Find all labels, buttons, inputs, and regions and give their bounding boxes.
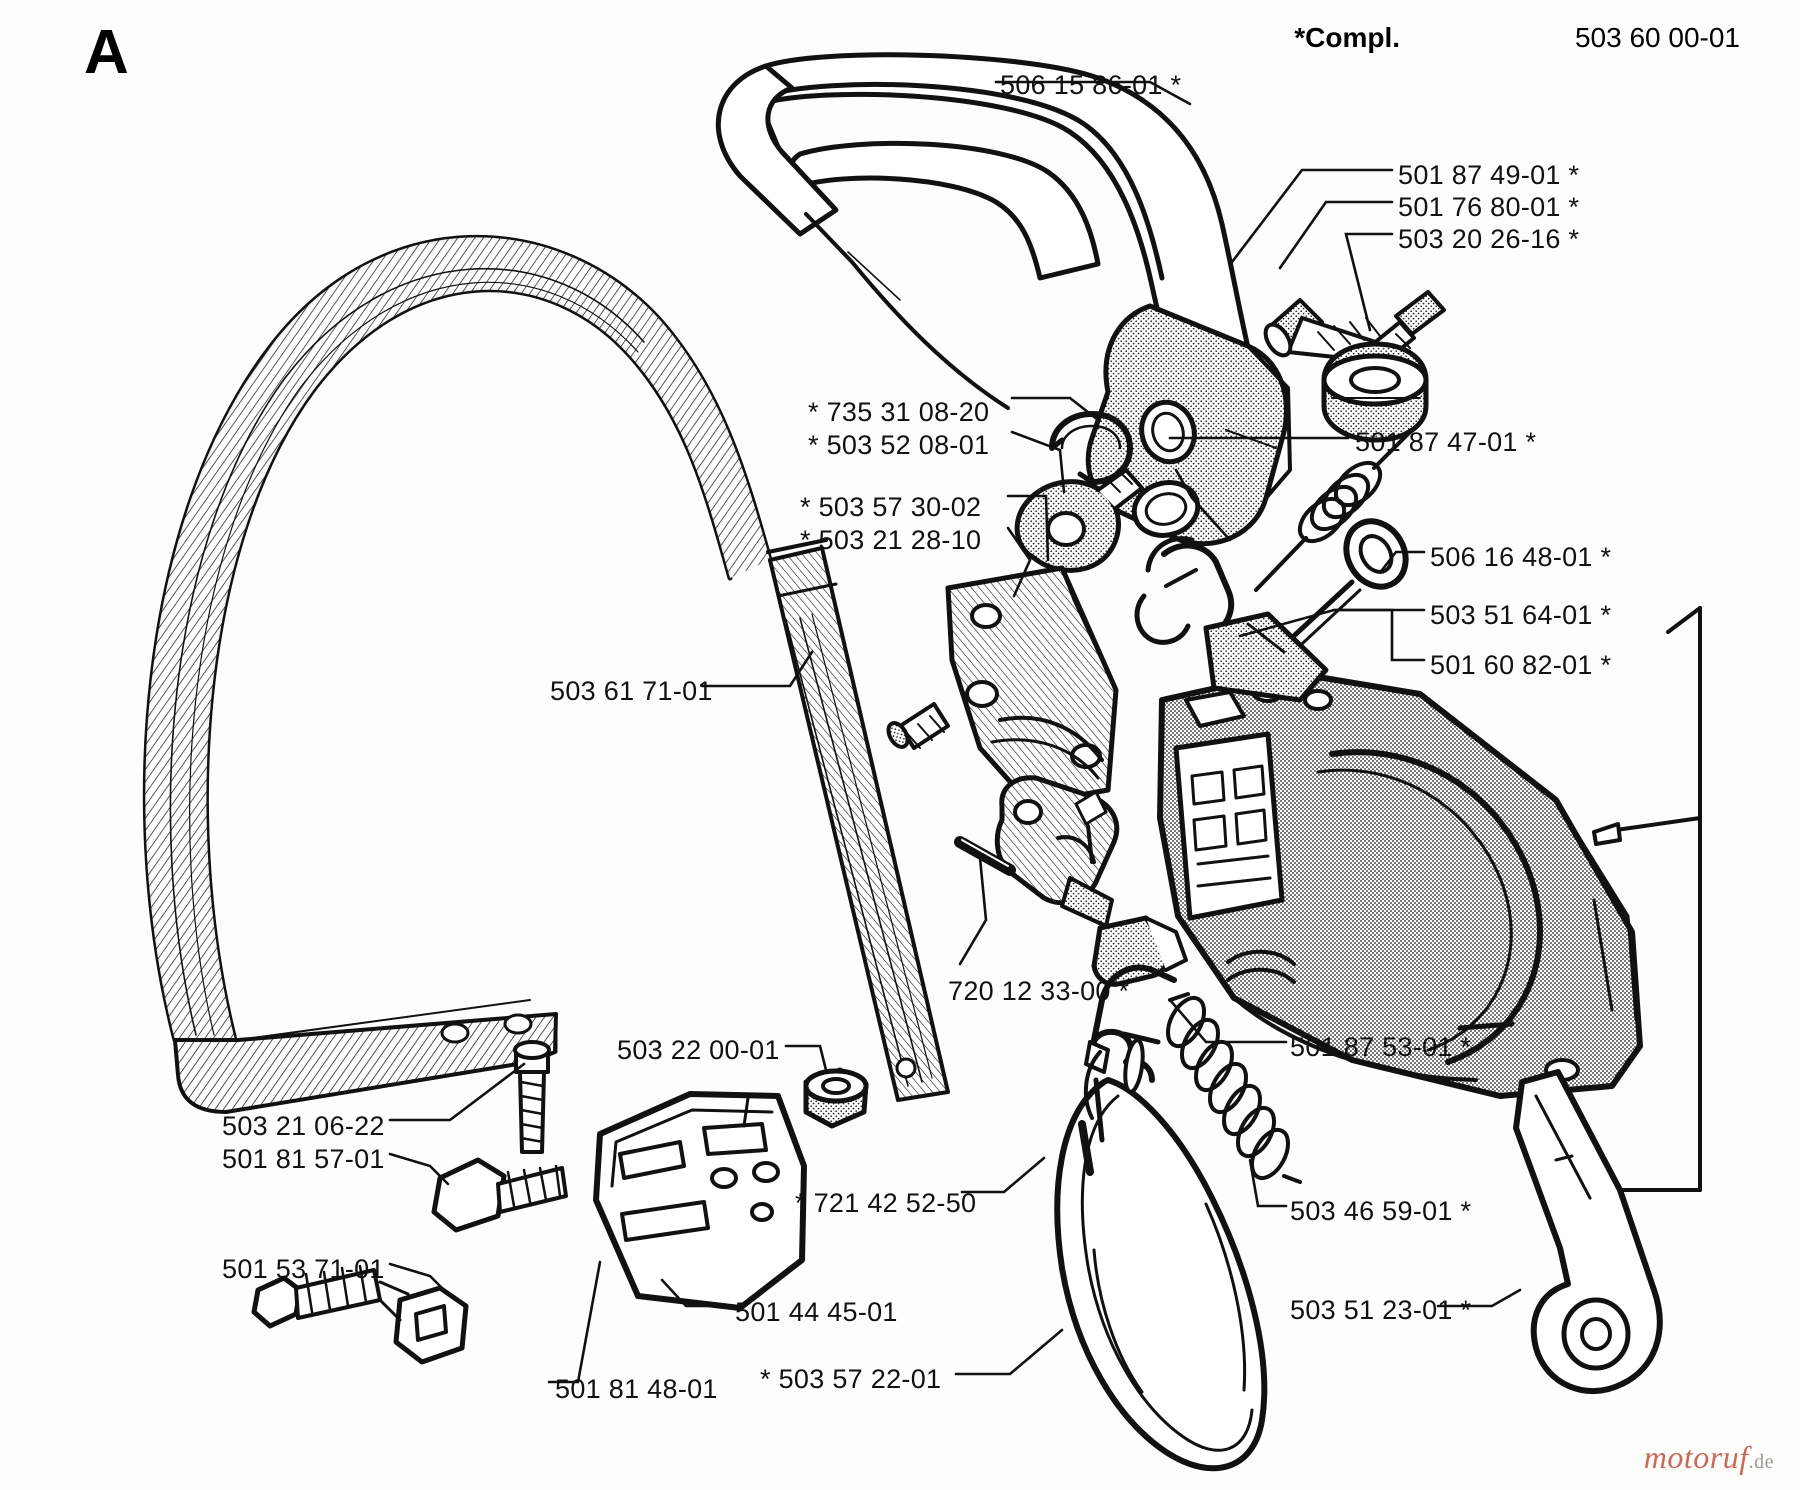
leader-p05 [1010,396,1100,422]
part-number-label: 503 20 26-16 * [1398,224,1580,254]
leader-p15 [1168,998,1288,1044]
leader-p06 [1010,430,1066,494]
leader-p10 [1380,550,1426,572]
part-number-label: 501 81 48-01 [555,1374,718,1404]
bolt-upper-long [1263,298,1396,364]
leader-p14 [958,856,988,966]
roll-pin [954,836,1016,876]
part-number-label: * 503 57 22-01 [760,1364,942,1394]
brake-band [1054,964,1268,1472]
compl-part-number: 503 60 00-01 [1574,22,1740,53]
part-number-label: 501 44 45-01 [735,1297,898,1327]
part-number-label: 503 61 71-01 [550,676,713,706]
compression-spring [1165,992,1302,1184]
rubber-isolator [1014,468,1144,573]
tensioner-block-screw [431,1157,568,1233]
band-spring-pin [1078,1120,1094,1176]
circlip-washer [1049,411,1133,485]
leader-p02 [1230,168,1394,264]
part-number-label: 503 46 59-01 * [1290,1196,1472,1226]
hex-screw-upper [513,1040,551,1154]
leader-p21 [388,1262,448,1294]
part-number-label: 503 51 64-01 * [1430,600,1612,630]
brake-link-lever [994,775,1120,928]
leader-p09 [1006,526,1032,598]
bracket-screw [886,702,950,750]
part-number-label: 503 51 23-01 * [1290,1295,1472,1325]
guide-rod [1592,606,1702,1192]
top-handle-loop [715,52,1265,429]
part-number-label: 501 76 80-01 * [1398,192,1580,222]
handle-stem-tube [766,538,950,1102]
side-cover-plate [593,1091,807,1311]
leader-p18 [388,1152,450,1186]
leader-p16 [784,1044,828,1072]
part-number-label: 506 16 48-01 * [1430,542,1612,572]
brake-actuating-arm [1134,536,1235,645]
part-number-label: 501 87 47-01 * [1355,427,1537,457]
watermark: motoruf.de [1644,1439,1774,1476]
compl-prefix: *Compl. [1294,22,1400,53]
leader-p25 [547,1260,602,1384]
watermark-suffix: .de [1748,1451,1774,1473]
brake-link-bar [1513,1069,1663,1395]
spring-hook-eye [1265,518,1409,670]
part-number-label: 501 87 53-01 * [1290,1032,1472,1062]
part-number-label: 503 21 06-22 [222,1111,385,1141]
part-number-label: 503 22 00-01 [617,1035,780,1065]
part-number-label: * 503 21 28-10 [800,525,982,555]
bracket-plate [945,565,1119,807]
section-letter: A [84,18,129,87]
handle-mount-boss [1085,303,1292,547]
leader-p11 [1238,608,1426,638]
part-number-label: 501 81 57-01 [222,1144,385,1174]
leader-p04 [1344,232,1394,332]
part-number-label: * 503 57 30-02 [800,492,982,522]
hex-nut [803,1067,869,1129]
watermark-text: motoruf [1643,1439,1749,1475]
leader-p08 [1006,494,1050,562]
part-number-label: * 735 31 08-20 [808,397,990,427]
bolt-short-screw [1366,290,1446,369]
leader-p20 [1248,1158,1288,1208]
leader-p22 [660,1278,732,1308]
part-number-label: 501 53 71-01 [222,1254,385,1284]
part-number-label: * 503 52 08-01 [808,430,990,460]
leader-p17 [388,1062,526,1122]
leader-p12 [1332,608,1426,662]
part-number-label: 720 12 33-00 * [948,976,1130,1006]
part-number-label: 501 60 82-01 * [1430,650,1612,680]
leader-p07b [1174,468,1232,542]
leader-p03 [1278,200,1394,270]
clutch-cover-housing [1157,611,1643,1099]
part-number-label: * 721 42 52-50 [795,1188,977,1218]
part-number-label: 506 15 86-01 * [1000,70,1182,100]
leader-p13 [700,650,814,688]
part-number-label: 501 87 49-01 * [1398,160,1580,190]
leader-p24 [954,1328,1064,1376]
band-anchor-clip [1083,1040,1110,1143]
